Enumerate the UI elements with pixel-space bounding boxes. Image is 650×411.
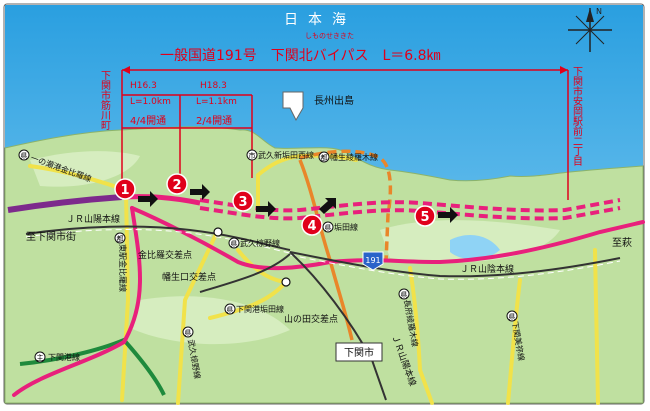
- svg-text:市: 市: [249, 151, 256, 160]
- road-label-2: 幡生綾羅木線: [330, 152, 378, 162]
- svg-text:下関市安岡駅前二丁目: 下関市安岡駅前二丁目: [571, 66, 583, 166]
- segment-2-year: H18.3: [200, 81, 227, 91]
- hatabu-label: 幡生口交差点: [162, 271, 216, 283]
- marker-2: 2: [166, 173, 210, 200]
- compass-icon: N: [568, 7, 612, 52]
- west-end-label: 下関市筋川町: [99, 70, 111, 130]
- map-title-ruby: しものせききた: [305, 32, 354, 40]
- svg-text:5: 5: [420, 210, 429, 225]
- road-label-4: 下関港垢田線: [236, 304, 284, 314]
- dimension-lines: [121, 69, 569, 200]
- svg-text:県: 県: [231, 240, 238, 248]
- pond: [450, 235, 500, 260]
- city-label-box: [335, 342, 383, 362]
- svg-text:4: 4: [307, 219, 316, 234]
- svg-text:191: 191: [365, 256, 380, 265]
- yamanota-label: 山の田交差点: [284, 313, 338, 325]
- kanehira-label: 金比羅交差点: [138, 249, 192, 261]
- rail-lines: [25, 225, 621, 401]
- road-label-10: 下関港線: [48, 352, 80, 362]
- svg-text:1: 1: [120, 183, 129, 198]
- road-badges: 県 市 都 県 県 県 県 都 県 県 主: [18, 149, 518, 363]
- segment-2-status: 2/4開通: [196, 115, 232, 127]
- svg-text:県: 県: [21, 152, 28, 160]
- svg-text:県: 県: [401, 291, 408, 299]
- svg-text:都: 都: [117, 235, 124, 243]
- dim-arrow-right: [560, 66, 568, 74]
- land-patch: [30, 151, 140, 187]
- rail-label-sanyo: ＪＲ山陽本線: [66, 213, 120, 225]
- svg-text:県: 県: [227, 306, 234, 314]
- east-end-label: 下関市安岡駅前二丁目: [571, 66, 583, 166]
- marker-3: 3: [232, 190, 276, 217]
- map-title: 一般国道191号 下関北バイパス L＝6.8㎞: [160, 48, 441, 64]
- segment-2-length: L=1.1km: [196, 97, 237, 107]
- svg-text:県: 県: [509, 313, 516, 321]
- marker-5: 5: [414, 205, 458, 227]
- svg-text:3: 3: [238, 195, 247, 210]
- marker-1: 1: [114, 178, 158, 207]
- svg-text:県: 県: [325, 224, 332, 232]
- yellow-roads: [28, 153, 600, 405]
- svg-text:2: 2: [172, 178, 181, 193]
- sea-label: 日本海: [284, 12, 356, 28]
- intersection-kanehira: [213, 227, 223, 237]
- svg-text:N: N: [596, 7, 602, 16]
- city-label: 下関市: [344, 346, 374, 359]
- svg-text:下関市筋川町: 下関市筋川町: [99, 70, 111, 130]
- island-shape: [282, 91, 304, 122]
- segment-1-length: L=1.0km: [130, 97, 171, 107]
- island-label: 長州出島: [314, 94, 354, 107]
- svg-text:主: 主: [37, 353, 44, 362]
- intersection-yamanota: [281, 277, 291, 287]
- svg-text:県: 県: [185, 329, 192, 337]
- land-patch: [130, 296, 290, 345]
- to-hagi-label: 至萩: [612, 237, 632, 249]
- road-label-6: 垢田線: [334, 222, 358, 232]
- route-191-shield: 191: [362, 251, 384, 271]
- marker-4: 4: [301, 198, 336, 236]
- road-label-1: 武久新垢田西線: [258, 150, 314, 160]
- segment-1-year: H16.3: [130, 81, 157, 91]
- road-label-3: 武久椋野線: [240, 238, 280, 248]
- dim-arrow-left: [122, 66, 130, 74]
- segment-1-status: 4/4開通: [130, 115, 166, 127]
- road-label-7: 東駅金比羅線: [118, 244, 128, 292]
- rail-label-sanin: ＪＲ山陰本線: [460, 263, 514, 275]
- bypass-open-section: [7, 194, 123, 213]
- svg-text:都: 都: [321, 154, 328, 162]
- to-shimonoseki-label: 至下関市街: [26, 230, 76, 243]
